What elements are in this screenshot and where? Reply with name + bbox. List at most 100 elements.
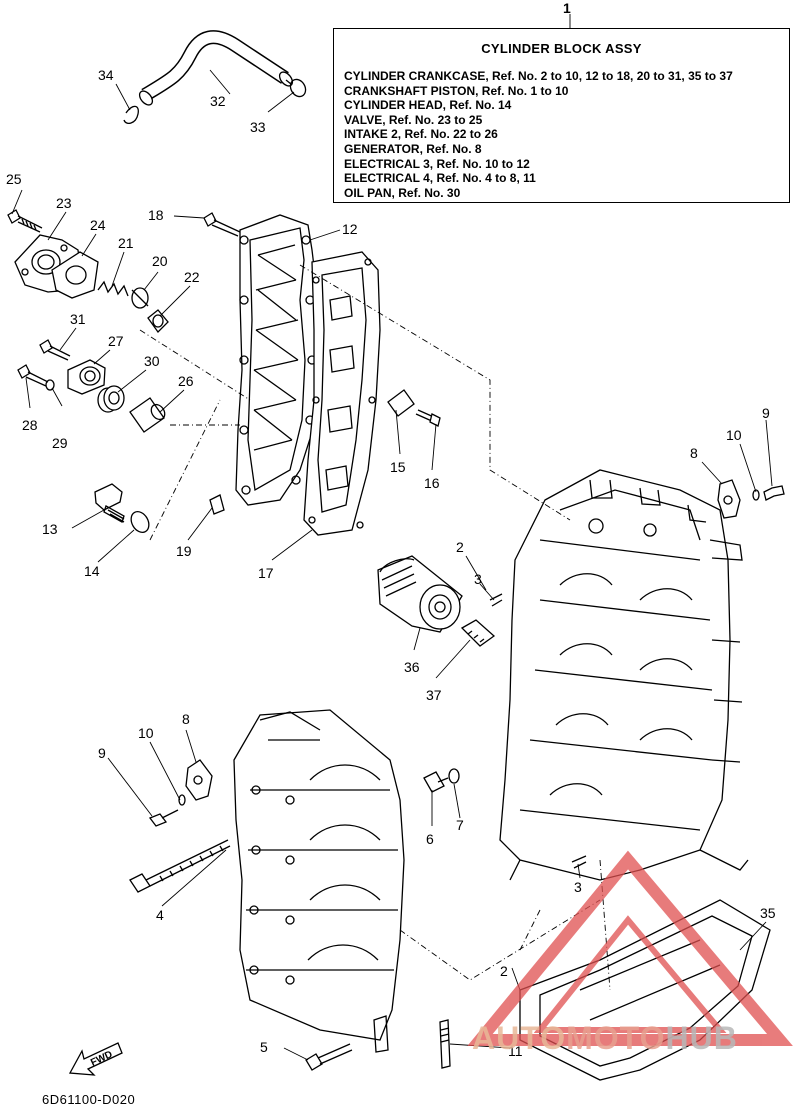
- callout-19: 19: [176, 543, 192, 559]
- plug-part-13: [94, 483, 125, 523]
- callout-16: 16: [424, 475, 440, 491]
- callout-36: 36: [404, 659, 420, 675]
- assembly-ref-line: CRANKSHAFT PISTON, Ref. No. 1 to 10: [344, 83, 569, 98]
- callout-18: 18: [148, 207, 164, 223]
- washer-part-7: [448, 768, 460, 784]
- callout-8-top: 8: [690, 445, 698, 461]
- hose-part-32: [138, 30, 294, 106]
- callout-22: 22: [184, 269, 200, 285]
- callout-31: 31: [70, 311, 86, 327]
- bracket-part-8-left: [185, 759, 213, 801]
- anode-part-19: [209, 494, 225, 515]
- callout-30: 30: [144, 353, 160, 369]
- gasket-part-17: [303, 251, 381, 536]
- clamp-part-33: [285, 78, 307, 98]
- cylinder-head-body: [233, 709, 405, 1053]
- callout-23: 23: [56, 195, 72, 211]
- gasket-part-14: [130, 511, 150, 533]
- oilseal-part-30: [97, 385, 125, 413]
- watermark-triangle: [467, 850, 793, 1046]
- callout-33: 33: [250, 119, 266, 135]
- callout-12: 12: [342, 221, 358, 237]
- assembly-ref-line: CYLINDER CRANKCASE, Ref. No. 2 to 10, 12…: [344, 69, 733, 83]
- callout-32: 32: [210, 93, 226, 109]
- callout-37: 37: [426, 687, 442, 703]
- stud-part-11: [439, 1019, 451, 1069]
- union-part-37: [460, 619, 496, 647]
- callout-17: 17: [258, 565, 274, 581]
- callout-29: 29: [52, 435, 68, 451]
- callout-9-left: 9: [98, 745, 106, 761]
- assembly-info-box: CYLINDER BLOCK ASSY CYLINDER CRANKCASE, …: [333, 28, 790, 203]
- watermark-part-3: HUB: [665, 1020, 738, 1056]
- bracket-part-8-top: [717, 479, 741, 519]
- bolt-part-9-left: [148, 809, 179, 827]
- spring-part-21: [97, 280, 129, 297]
- callout-35: 35: [760, 905, 776, 921]
- callout-15: 15: [390, 459, 406, 475]
- callout-25: 25: [6, 171, 22, 187]
- assembly-ref-line: ELECTRICAL 4, Ref. No. 4 to 8, 11: [344, 171, 536, 186]
- pin-part-3: [489, 593, 587, 869]
- callout-10-top: 10: [726, 427, 742, 443]
- assembly-ref-line: INTAKE 2, Ref. No. 22 to 26: [344, 127, 498, 142]
- bolt-part-16: [415, 409, 441, 427]
- bolt-part-18: [203, 212, 241, 237]
- bushing-part-26: [129, 397, 166, 433]
- grommet-part-22: [147, 309, 169, 334]
- callout-21: 21: [118, 235, 134, 251]
- fwd-label: FWD: [89, 1049, 114, 1069]
- callout-8-left: 8: [182, 711, 190, 727]
- callout-28: 28: [22, 417, 38, 433]
- watermark-text: AUTOMOTOHUB: [472, 1020, 738, 1057]
- watermark-part-2: MOTO: [566, 1020, 666, 1056]
- gasket-part-24: [51, 251, 99, 299]
- callout-2-bottom: 2: [500, 963, 508, 979]
- watermark-part-1: AUTO: [472, 1020, 567, 1056]
- callout-20: 20: [152, 253, 168, 269]
- bolt-part-6: [423, 771, 449, 793]
- oil-filter-part-36: [377, 555, 463, 633]
- washer-part-29: [45, 379, 55, 391]
- forward-arrow-icon: FWD: [68, 1042, 123, 1076]
- exhaust-cover-part-12: [235, 214, 319, 506]
- callout-7: 7: [456, 817, 464, 833]
- callout-14: 14: [84, 563, 100, 579]
- callout-9-top: 9: [762, 405, 770, 421]
- callout-13: 13: [42, 521, 58, 537]
- callout-24: 24: [90, 217, 106, 233]
- callout-34: 34: [98, 67, 114, 83]
- assembly-ref-list: CYLINDER CRANKCASE, Ref. No. 2 to 10, 12…: [344, 69, 733, 200]
- assembly-ref-number: 1: [563, 0, 571, 16]
- callout-4: 4: [156, 907, 164, 923]
- callout-27: 27: [108, 333, 124, 349]
- callout-3-bottom: 3: [574, 879, 582, 895]
- callout-3-top: 3: [474, 571, 482, 587]
- assembly-ref-line: CYLINDER HEAD, Ref. No. 14: [344, 98, 512, 113]
- plate-part-15: [387, 389, 415, 417]
- callout-10-left: 10: [138, 725, 154, 741]
- callout-26: 26: [178, 373, 194, 389]
- bolt-part-28: [17, 364, 49, 387]
- diagram-code: 6D61100-D020: [42, 1092, 136, 1107]
- assembly-title: CYLINDER BLOCK ASSY: [481, 41, 642, 56]
- valve-part-20: [131, 287, 149, 309]
- bolt-part-4: [129, 839, 231, 893]
- washer-part-10-top: [752, 489, 760, 501]
- washer-part-10-left: [178, 794, 186, 806]
- assembly-ref-line: ELECTRICAL 3, Ref. No. 10 to 12: [344, 156, 530, 171]
- assembly-ref-line: VALVE, Ref. No. 23 to 25: [344, 112, 483, 127]
- callout-2-top: 2: [456, 539, 464, 555]
- holder-part-27: [67, 359, 106, 395]
- callout-6: 6: [426, 831, 434, 847]
- crankcase-part-2: [499, 469, 749, 881]
- assembly-ref-line: OIL PAN, Ref. No. 30: [344, 185, 461, 200]
- callout-5: 5: [260, 1039, 268, 1055]
- assembly-ref-line: GENERATOR, Ref. No. 8: [344, 141, 482, 156]
- bolt-part-25: [7, 209, 43, 233]
- callout-11: 11: [508, 1043, 523, 1059]
- leader-lines: [11, 14, 773, 1061]
- bolt-part-31: [39, 339, 71, 361]
- clip-part-34: [123, 105, 139, 125]
